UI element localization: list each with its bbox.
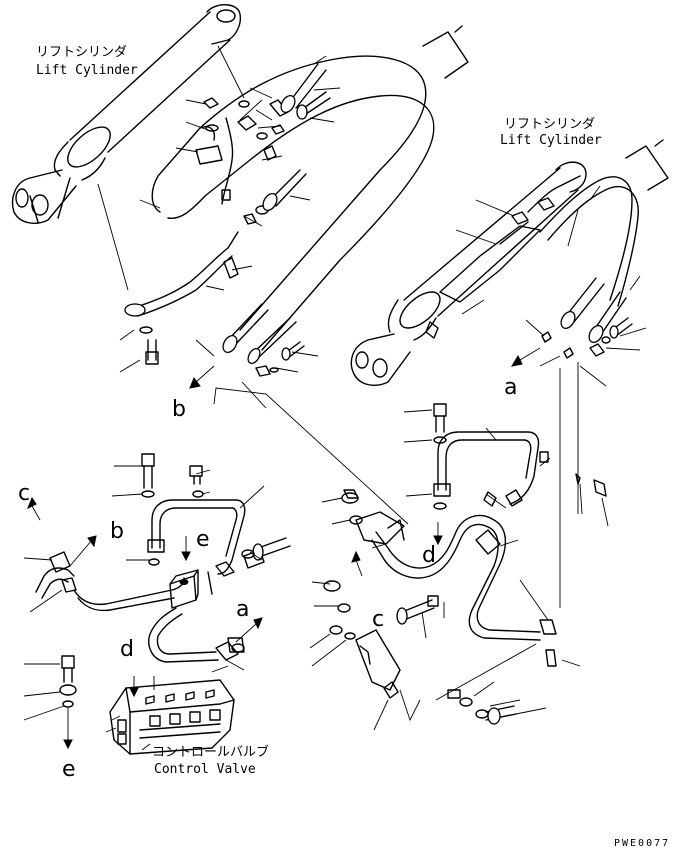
lift-cylinder-right-label-en: Lift Cylinder <box>500 133 602 148</box>
lift-cylinder-right-label-jp: リフトシリンダ <box>504 117 595 132</box>
leaders-right-top <box>455 185 647 514</box>
ref-d-mid: d <box>422 543 436 568</box>
ref-e-mid: e <box>196 527 210 552</box>
cylinder-barrel-top <box>422 25 469 79</box>
tube-assembly-left <box>35 453 291 663</box>
leaders-right-mid <box>321 409 581 667</box>
guide-lines <box>213 368 561 701</box>
clamp-assembly-center <box>323 473 607 725</box>
leaders-top-left <box>97 45 341 409</box>
ref-d-left: d <box>120 637 134 662</box>
lift-cylinder-left-label-jp: リフトシリンダ <box>36 45 127 60</box>
lift-cylinder-left-label-en: Lift Cylinder <box>36 63 138 78</box>
lift-cylinder-left <box>11 4 242 224</box>
hose-pair-left <box>151 55 435 351</box>
ref-b-top: b <box>172 397 186 422</box>
ref-a-lower: a <box>236 597 249 622</box>
ref-b-left: b <box>110 519 124 544</box>
ref-e-bottom: e <box>62 757 76 782</box>
ref-c-left: c <box>18 481 30 506</box>
leaders-center <box>309 483 609 731</box>
ref-a-right: a <box>504 375 517 400</box>
lift-cylinder-left-label: リフトシリンダ Lift Cylinder <box>36 45 138 78</box>
hose-pair-right <box>527 175 639 307</box>
fittings-top-left <box>195 97 289 279</box>
bolts-right <box>511 197 633 359</box>
leaders-left-bottom <box>23 465 265 673</box>
drawing-code: PWE0077 <box>614 838 670 849</box>
lift-cylinder-right <box>350 139 669 386</box>
bolts-top-left <box>139 63 331 377</box>
bolt-stack-left <box>23 655 77 750</box>
ref-c-mid: c <box>372 607 384 632</box>
tube-left-cylinder <box>124 117 239 317</box>
tube-assembly-right <box>341 403 557 667</box>
control-valve-label-jp: コントロールバルブ <box>152 744 269 760</box>
control-valve-label-en: Control Valve <box>154 762 256 777</box>
lift-cylinder-right-label: リフトシリンダ Lift Cylinder <box>500 117 602 148</box>
reference-markers: b a c b e a d e c d <box>18 347 541 782</box>
control-valve <box>105 679 235 755</box>
control-valve-label: コントロールバルブ Control Valve <box>152 744 269 777</box>
